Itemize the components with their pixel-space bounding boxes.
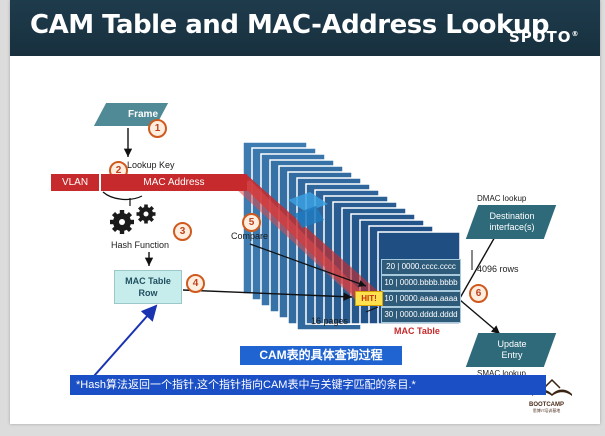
mac-address-field: MAC Address bbox=[101, 174, 247, 191]
table-row: 10 | 0000.bbbb.bbbb bbox=[381, 275, 461, 291]
pages-label: 16 pages bbox=[311, 316, 349, 326]
frame-label: Frame bbox=[128, 109, 159, 120]
update-line1: Update bbox=[497, 339, 527, 349]
rows-label: 4096 rows bbox=[477, 264, 519, 274]
mac-table-row-box: MAC Table Row bbox=[114, 270, 182, 304]
bootcamp-brand: BOOTCAMP 思博IT培训基地 bbox=[529, 402, 564, 414]
table-row-hit: 10 | 0000.aaaa.aaaa bbox=[381, 291, 461, 307]
dmac-lookup-label: DMAC lookup bbox=[477, 194, 527, 203]
brace-key bbox=[102, 191, 143, 201]
bootcamp-subtitle: 思博IT培训基地 bbox=[532, 408, 561, 413]
arrow-to-destination bbox=[459, 227, 501, 299]
bootcamp-name: BOOTCAMP bbox=[529, 402, 564, 408]
table-row: 30 | 0000.dddd.dddd bbox=[381, 307, 461, 323]
spoto-logo: SPOTO® bbox=[509, 28, 580, 46]
title-bar: CAM Table and MAC-Address Lookup SPOTO® bbox=[10, 0, 600, 56]
arrow-row-to-hit bbox=[182, 289, 353, 301]
table-row: 20 | 0000.cccc.cccc bbox=[381, 259, 461, 275]
step-number-4: 4 bbox=[186, 274, 205, 293]
arrow-compare bbox=[249, 243, 367, 287]
update-entry-text: Update Entry bbox=[472, 339, 552, 361]
step-number-3: 3 bbox=[173, 222, 192, 241]
logo-text: SPOTO bbox=[509, 28, 572, 46]
lookup-beam-shadow bbox=[235, 180, 368, 304]
destination-line1: Destination bbox=[489, 211, 535, 221]
hash-function-label: Hash Function bbox=[111, 240, 170, 250]
hit-badge: HIT! bbox=[355, 291, 383, 306]
mac-table-row-line1: MAC Table bbox=[125, 276, 171, 286]
lookup-key-label: Lookup Key bbox=[127, 160, 175, 170]
destination-text: Destination interface(s) bbox=[472, 211, 552, 233]
watermark-logo bbox=[288, 192, 328, 228]
mac-table-label: MAC Table bbox=[394, 326, 440, 336]
vlan-field: VLAN bbox=[51, 174, 99, 191]
destination-line2: interface(s) bbox=[489, 222, 535, 232]
caption-title-box: CAM表的具体查询过程 bbox=[240, 346, 402, 365]
note-pointer-arrow bbox=[93, 304, 158, 377]
pages-pointer bbox=[365, 306, 379, 313]
slide: CAM Table and MAC-Address Lookup SPOTO® bbox=[10, 0, 600, 424]
step-number-6: 6 bbox=[469, 284, 488, 303]
slide-title: CAM Table and MAC-Address Lookup bbox=[30, 10, 549, 40]
gears-icon bbox=[110, 204, 156, 234]
mac-table-row-line2: Row bbox=[138, 288, 158, 298]
hash-note-box: *Hash算法返回一个指针,这个指针指向CAM表中与关键字匹配的条目.* bbox=[70, 375, 546, 395]
step-number-1: 1 bbox=[148, 119, 167, 138]
arrow-to-update bbox=[459, 299, 501, 335]
compare-label: Compare bbox=[231, 231, 269, 241]
smac-lookup-label: SMAC lookup bbox=[477, 369, 526, 378]
registered-mark: ® bbox=[571, 30, 580, 38]
update-line2: Entry bbox=[501, 350, 523, 360]
step-number-5: 5 bbox=[242, 213, 261, 232]
